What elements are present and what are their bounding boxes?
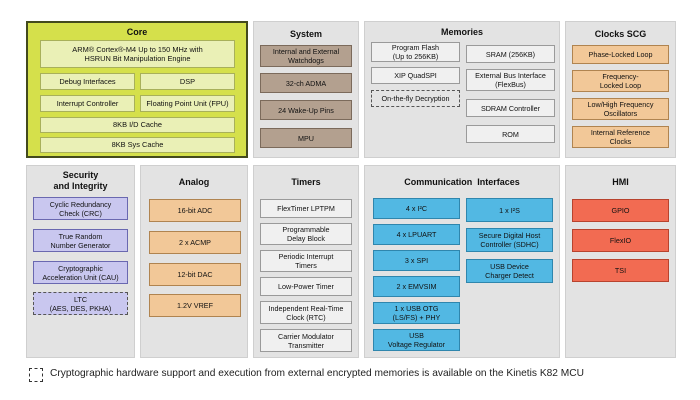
- oscillators-box: Low/High Frequency Oscillators: [572, 98, 669, 120]
- id-cache-box: 8KB I/D Cache: [40, 117, 235, 133]
- acmp-box: 2 x ACMP: [149, 231, 241, 254]
- sdhc-box: Secure Digital Host Controller (SDHC): [466, 228, 553, 252]
- internal-reference-clocks-box: Internal Reference Clocks: [572, 126, 669, 148]
- memories-panel: Memories Program Flash (Up to 256KB) XIP…: [364, 21, 560, 158]
- on-the-fly-decryption-box: On-the-fly Decryption: [371, 90, 460, 107]
- ltc-box: LTC (AES, DES, PKHA): [33, 292, 128, 315]
- vref-box: 1.2V VREF: [149, 294, 241, 317]
- system-panel: System Internal and External Watchdogs 3…: [253, 21, 359, 158]
- fpu-box: Floating Point Unit (FPU): [140, 95, 235, 112]
- debug-interfaces-box: Debug Interfaces: [40, 73, 135, 90]
- clocks-title: Clocks SCG: [594, 29, 647, 39]
- security-panel: Security and Integrity Cyclic Redundancy…: [26, 165, 135, 358]
- wake-up-pins-box: 24 Wake-Up Pins: [260, 100, 352, 120]
- cau-box: Cryptographic Acceleration Unit (CAU): [33, 261, 128, 284]
- adma-box: 32-ch ADMA: [260, 73, 352, 93]
- mpu-box: MPU: [260, 128, 352, 148]
- hmi-panel: HMI GPIO FlexIO TSI: [565, 165, 676, 358]
- lpuart-box: 4 x LPUART: [373, 224, 460, 245]
- cmt-box: Carrier Modulator Transmitter: [260, 329, 352, 352]
- memories-title: Memories: [440, 27, 484, 37]
- rom-box: ROM: [466, 125, 555, 143]
- fll-box: Frequency- Locked Loop: [572, 70, 669, 92]
- dsp-box: DSP: [140, 73, 235, 90]
- gpio-box: GPIO: [572, 199, 669, 222]
- hmi-title: HMI: [612, 177, 629, 187]
- interrupt-controller-box: Interrupt Controller: [40, 95, 135, 112]
- lptmr-box: Low-Power Timer: [260, 277, 352, 296]
- clocks-panel: Clocks SCG Phase-Locked Loop Frequency- …: [565, 21, 676, 158]
- rtc-box: Independent Real-Time Clock (RTC): [260, 301, 352, 324]
- comm-title: Communication Interfaces: [404, 177, 520, 187]
- dashed-legend-swatch: [29, 368, 43, 382]
- sys-cache-box: 8KB Sys Cache: [40, 137, 235, 153]
- trng-box: True Random Number Generator: [33, 229, 128, 252]
- pit-box: Periodic Interrupt Timers: [260, 250, 352, 272]
- cpu-box: ARM® Cortex®-M4 Up to 150 MHz with HSRUN…: [40, 40, 235, 68]
- analog-title: Analog: [178, 177, 210, 187]
- comm-panel: Communication Interfaces 4 x I²C 4 x LPU…: [364, 165, 560, 358]
- flexbus-box: External Bus Interface (FlexBus): [466, 69, 555, 91]
- program-flash-box: Program Flash (Up to 256KB): [371, 42, 460, 62]
- timers-title: Timers: [291, 177, 321, 187]
- dac-box: 12-bit DAC: [149, 263, 241, 286]
- sram-box: SRAM (256KB): [466, 45, 555, 63]
- security-title: Security and Integrity: [53, 170, 108, 192]
- i2c-box: 4 x I²C: [373, 198, 460, 219]
- core-title: Core: [126, 27, 148, 37]
- adc-box: 16-bit ADC: [149, 199, 241, 222]
- emvsim-box: 2 x EMVSIM: [373, 276, 460, 297]
- i2s-box: 1 x I²S: [466, 198, 553, 222]
- crc-box: Cyclic Redundancy Check (CRC): [33, 197, 128, 220]
- footnote-text: Cryptographic hardware support and execu…: [50, 368, 584, 379]
- flextimer-box: FlexTimer LPTPM: [260, 199, 352, 218]
- flexio-box: FlexIO: [572, 229, 669, 252]
- spi-box: 3 x SPI: [373, 250, 460, 271]
- tsi-box: TSI: [572, 259, 669, 282]
- sdram-controller-box: SDRAM Controller: [466, 99, 555, 117]
- system-title: System: [289, 29, 323, 39]
- core-panel: Core ARM® Cortex®-M4 Up to 150 MHz with …: [26, 21, 248, 158]
- analog-panel: Analog 16-bit ADC 2 x ACMP 12-bit DAC 1.…: [140, 165, 248, 358]
- pll-box: Phase-Locked Loop: [572, 45, 669, 64]
- xip-quadspi-box: XIP QuadSPI: [371, 67, 460, 84]
- usb-charger-detect-box: USB Device Charger Detect: [466, 259, 553, 283]
- timers-panel: Timers FlexTimer LPTPM Programmable Dela…: [253, 165, 359, 358]
- usb-otg-box: 1 x USB OTG (LS/FS) + PHY: [373, 302, 460, 324]
- usb-voltage-regulator-box: USB Voltage Regulator: [373, 329, 460, 351]
- watchdogs-box: Internal and External Watchdogs: [260, 45, 352, 67]
- pdb-box: Programmable Delay Block: [260, 223, 352, 245]
